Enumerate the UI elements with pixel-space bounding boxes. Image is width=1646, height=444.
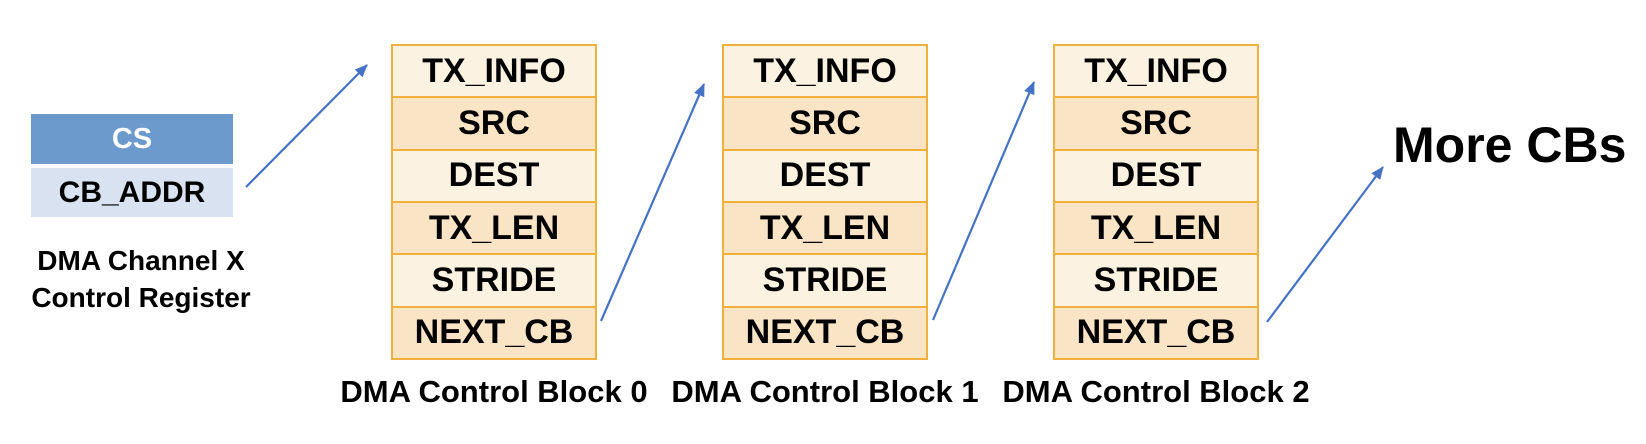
block1-row-next-cb: NEXT_CB	[724, 305, 926, 358]
block0-row-src: SRC	[393, 96, 595, 149]
block2-row-src: SRC	[1055, 96, 1257, 149]
register-cell-cs: CS	[31, 114, 233, 164]
block1-row-dest: DEST	[724, 148, 926, 201]
block0-row-next-cb: NEXT_CB	[393, 305, 595, 358]
control-block-1: TX_INFO SRC DEST TX_LEN STRIDE NEXT_CB D…	[671, 44, 979, 409]
block0-caption: DMA Control Block 0	[340, 374, 648, 409]
block2-row-stride: STRIDE	[1055, 253, 1257, 306]
arrow-block1-next-cb-to-block2	[931, 81, 1036, 321]
block1-row-src: SRC	[724, 96, 926, 149]
more-cbs-label: More CBs	[1393, 117, 1627, 173]
block0-row-stride: STRIDE	[393, 253, 595, 306]
block1-row-stride: STRIDE	[724, 253, 926, 306]
arrow-block0-next-cb-to-block1	[599, 83, 706, 322]
control-block-0: TX_INFO SRC DEST TX_LEN STRIDE NEXT_CB D…	[340, 44, 648, 409]
block2-row-dest: DEST	[1055, 148, 1257, 201]
block1-caption: DMA Control Block 1	[671, 374, 979, 409]
block2-caption: DMA Control Block 2	[1002, 374, 1310, 409]
register-caption-line2: Control Register	[31, 282, 251, 313]
block1-row-tx-info: TX_INFO	[724, 46, 926, 97]
control-block-2: TX_INFO SRC DEST TX_LEN STRIDE NEXT_CB D…	[1002, 44, 1310, 409]
register-cell-cb-addr: CB_ADDR	[31, 168, 233, 217]
arrow-block2-next-cb-to-more-cbs	[1266, 166, 1384, 323]
block2-row-next-cb: NEXT_CB	[1055, 305, 1257, 358]
block2-row-tx-len: TX_LEN	[1055, 200, 1257, 254]
register-caption: DMA Channel X Control Register	[1, 242, 281, 316]
block0-row-tx-info: TX_INFO	[393, 46, 595, 97]
register-caption-line1: DMA Channel X	[37, 245, 245, 276]
block2-row-tx-info: TX_INFO	[1055, 46, 1257, 97]
block0-row-dest: DEST	[393, 148, 595, 201]
arrow-cb-addr-to-block0	[245, 64, 368, 188]
block1-row-tx-len: TX_LEN	[724, 200, 926, 254]
block0-row-tx-len: TX_LEN	[393, 200, 595, 254]
